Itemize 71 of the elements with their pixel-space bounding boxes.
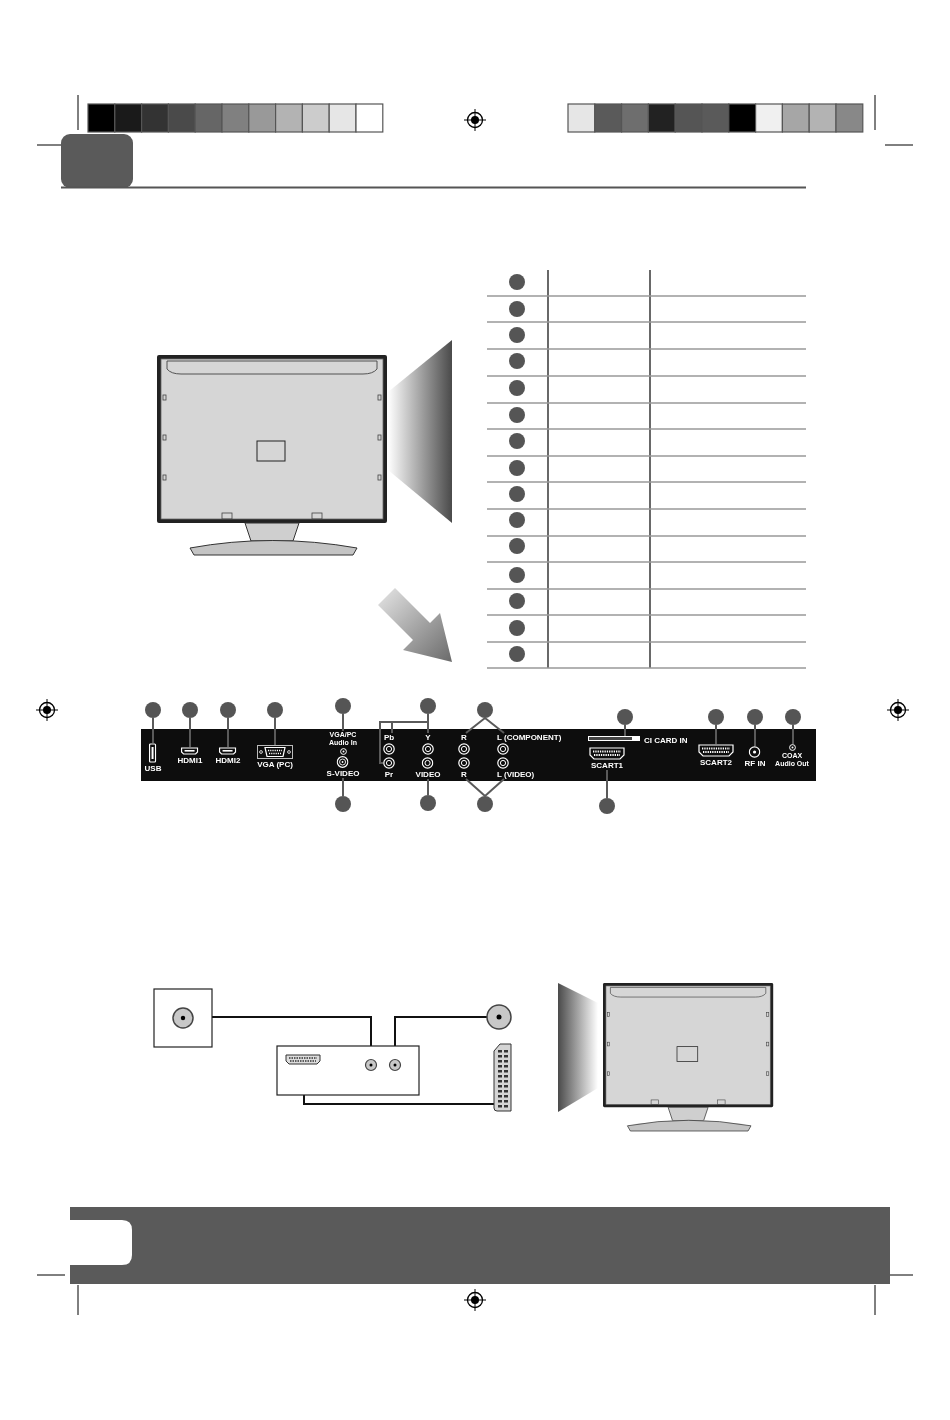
port-label: R: [461, 770, 467, 779]
port-label: SCART2: [700, 758, 732, 767]
leader-line: [427, 778, 429, 796]
leader-line: [342, 777, 344, 797]
leader-line: [484, 778, 505, 797]
cable: [211, 1016, 372, 1047]
leader-line: [227, 717, 229, 748]
callout-dot-icon: [509, 380, 525, 396]
callout-dot-icon: [220, 702, 236, 718]
leader-line: [465, 778, 486, 797]
callout-dot-icon: [420, 698, 436, 714]
leader-line: [152, 717, 154, 744]
port-label: HDMI1: [177, 756, 203, 765]
callout-dot-icon: [599, 798, 615, 814]
leader-line: [189, 717, 191, 748]
leader-line: [792, 724, 794, 745]
callout-dot-icon: [509, 620, 525, 636]
callout-dot-icon: [145, 702, 161, 718]
callout-dot-icon: [509, 327, 525, 343]
port-label: L (COMPONENT): [497, 733, 562, 742]
port-label: Y: [425, 733, 431, 742]
port-label: HDMI2: [215, 756, 241, 765]
leader-line: [624, 724, 626, 737]
callout-dot-icon: [335, 796, 351, 812]
callout-dot-icon: [477, 796, 493, 812]
callout-dot-icon: [509, 353, 525, 369]
callout-dot-icon: [785, 709, 801, 725]
cable: [394, 1016, 488, 1047]
port-label: R: [461, 733, 467, 742]
leader-line: [465, 717, 486, 734]
callout-dot-icon: [335, 698, 351, 714]
leader-line: [274, 717, 276, 746]
port-label: CI CARD IN: [644, 736, 688, 745]
callout-dot-icon: [182, 702, 198, 718]
port-label: SCART1: [591, 761, 623, 770]
callout-dot-icon: [509, 486, 525, 502]
leader-line: [606, 769, 608, 799]
callout-dot-icon: [420, 795, 436, 811]
cable: [303, 1094, 495, 1105]
receiver-box: [276, 1045, 420, 1096]
callout-dot-icon: [617, 709, 633, 725]
port-label: Pb: [383, 733, 395, 742]
leader-line: [754, 724, 756, 747]
callout-dot-icon: [509, 512, 525, 528]
callout-dot-icon: [509, 433, 525, 449]
scart-socket-icon: [493, 1043, 512, 1112]
callout-dot-icon: [509, 567, 525, 583]
leader-line: [484, 717, 505, 734]
callout-dot-icon: [509, 646, 525, 662]
callout-dot-icon: [509, 538, 525, 554]
callout-dot-icon: [747, 709, 763, 725]
port-label: USB: [144, 764, 162, 773]
port-label: S-VIDEO: [326, 769, 360, 778]
callout-dot-icon: [509, 407, 525, 423]
callout-dot-icon: [509, 460, 525, 476]
callout-dot-icon: [509, 274, 525, 290]
callout-dot-icon: [509, 301, 525, 317]
port-label: VGA (PC): [257, 760, 293, 769]
callout-dot-icon: [509, 593, 525, 609]
callout-dot-icon: [267, 702, 283, 718]
callout-dot-icon: [708, 709, 724, 725]
leader-line: [391, 721, 393, 734]
leader-line: [715, 724, 717, 745]
port-label: L (VIDEO): [497, 770, 535, 779]
callout-dot-icon: [477, 702, 493, 718]
port-label: VIDEO: [415, 770, 441, 779]
antenna-wall-socket: [153, 988, 213, 1048]
port-label: RF IN: [744, 759, 766, 768]
coax-socket-icon: [486, 1004, 512, 1030]
port-label: Pr: [384, 770, 394, 779]
leader-line: [342, 713, 344, 732]
